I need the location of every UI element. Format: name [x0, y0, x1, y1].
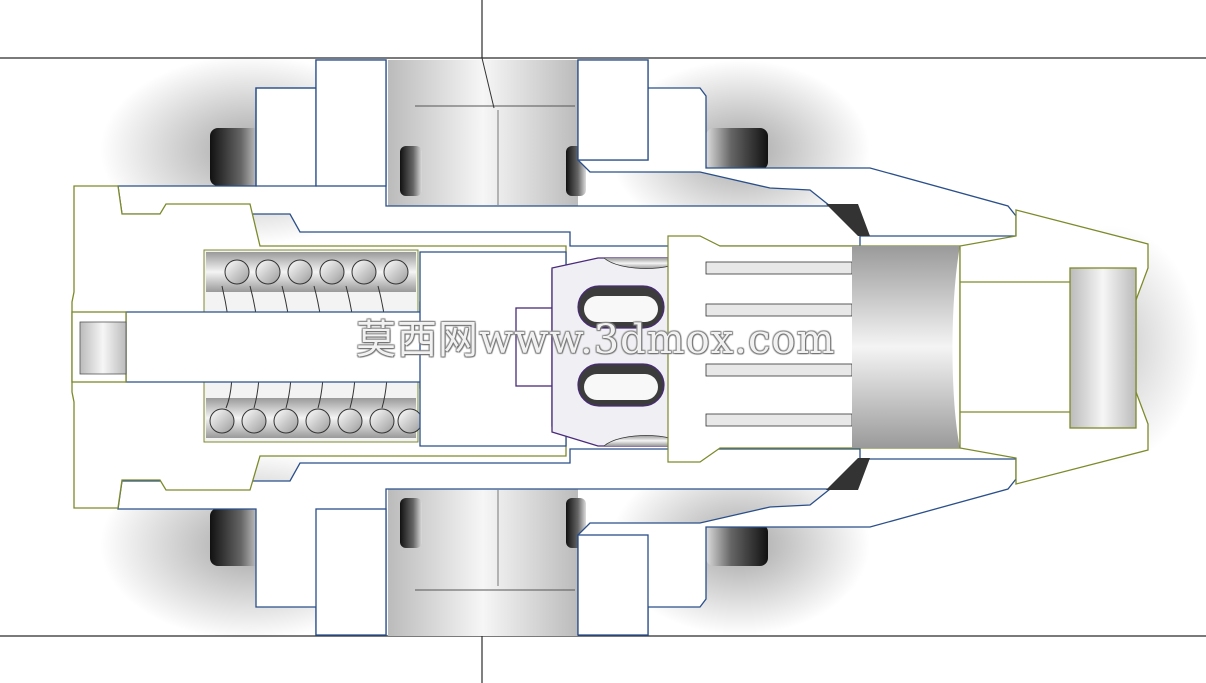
piston-body	[419, 251, 567, 447]
hex-nuts	[210, 128, 768, 566]
right-nose-adapter	[959, 209, 1149, 485]
sleeve-gap-shadows	[826, 204, 870, 490]
coil-spring	[209, 259, 423, 434]
flange-posts	[315, 59, 649, 636]
collet-fingers	[667, 235, 961, 463]
